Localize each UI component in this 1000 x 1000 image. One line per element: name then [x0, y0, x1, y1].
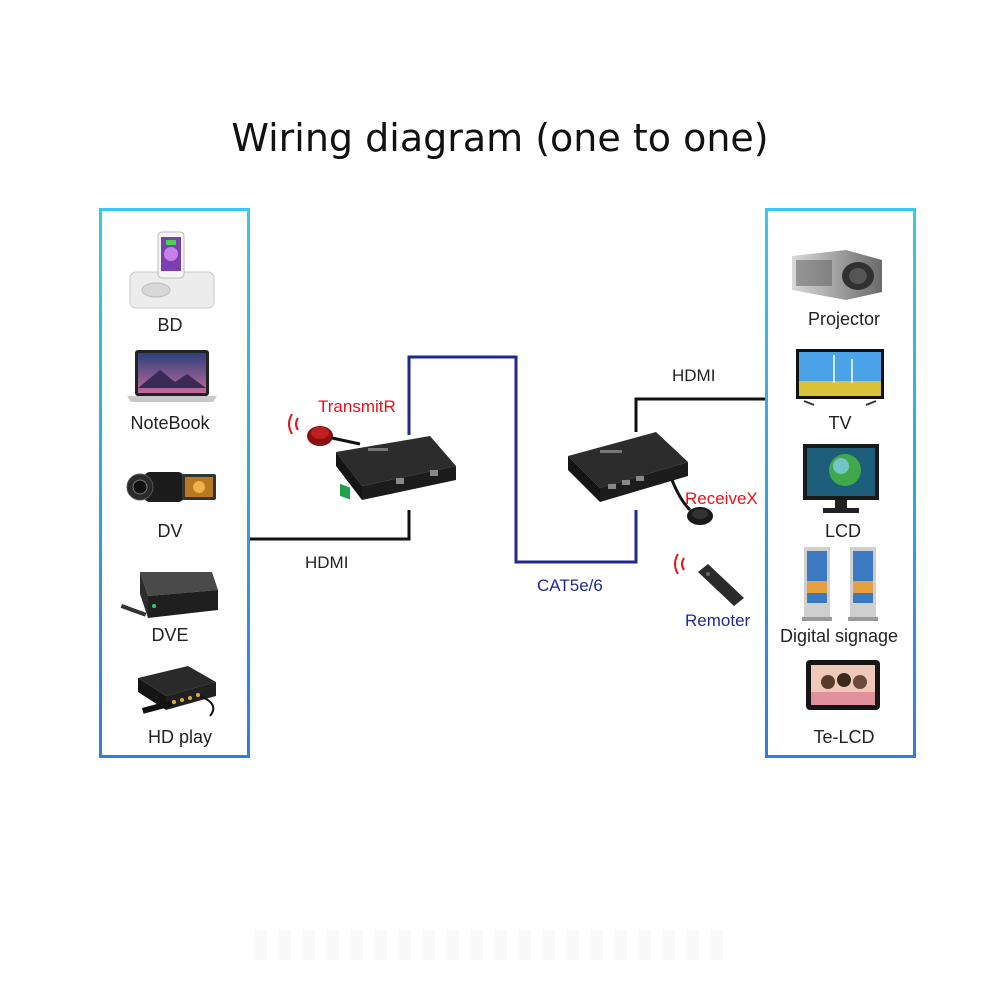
diagram-title: Wiring diagram (one to one): [231, 116, 769, 160]
hdmi-output-line: [634, 397, 765, 432]
set-top-box-icon: [120, 572, 218, 618]
source-label: DV: [157, 521, 183, 541]
tv-icon: [796, 349, 884, 406]
source-label: DVE: [151, 625, 189, 645]
receiver-label: ReceiveX: [685, 489, 758, 508]
media-player-icon: [138, 666, 216, 717]
display-label: TV: [828, 413, 852, 433]
hdmi-input-label: HDMI: [305, 553, 349, 572]
source-label: BD: [157, 315, 183, 335]
source-label: NoteBook: [130, 413, 210, 433]
transmitter-label: TransmitR: [318, 397, 396, 416]
camcorder-icon: [126, 472, 216, 502]
display-label: Te-LCD: [813, 727, 875, 747]
source-label: HD play: [147, 727, 213, 747]
cat-cable-label: CAT5e/6: [537, 576, 603, 595]
hdmi-output-label: HDMI: [672, 366, 716, 385]
tablet-lcd-icon: [806, 660, 880, 710]
display-label: LCD: [824, 521, 862, 541]
faint-watermark: [255, 930, 735, 960]
remote-label: Remoter: [685, 611, 751, 630]
projector-icon: [792, 250, 882, 300]
cat-cable-line: [407, 355, 638, 564]
bd-player-icon: [129, 231, 215, 309]
lcd-monitor-icon: [803, 444, 879, 513]
hdmi-input-line: [250, 510, 411, 541]
remote-control-icon: [674, 553, 744, 606]
display-label: Digital signage: [779, 626, 899, 646]
receiver-device-icon: [568, 432, 713, 525]
notebook-icon: [127, 350, 217, 402]
display-label: Projector: [807, 309, 881, 329]
digital-signage-icon: [802, 547, 878, 621]
transmitter-device-icon: [288, 413, 456, 500]
